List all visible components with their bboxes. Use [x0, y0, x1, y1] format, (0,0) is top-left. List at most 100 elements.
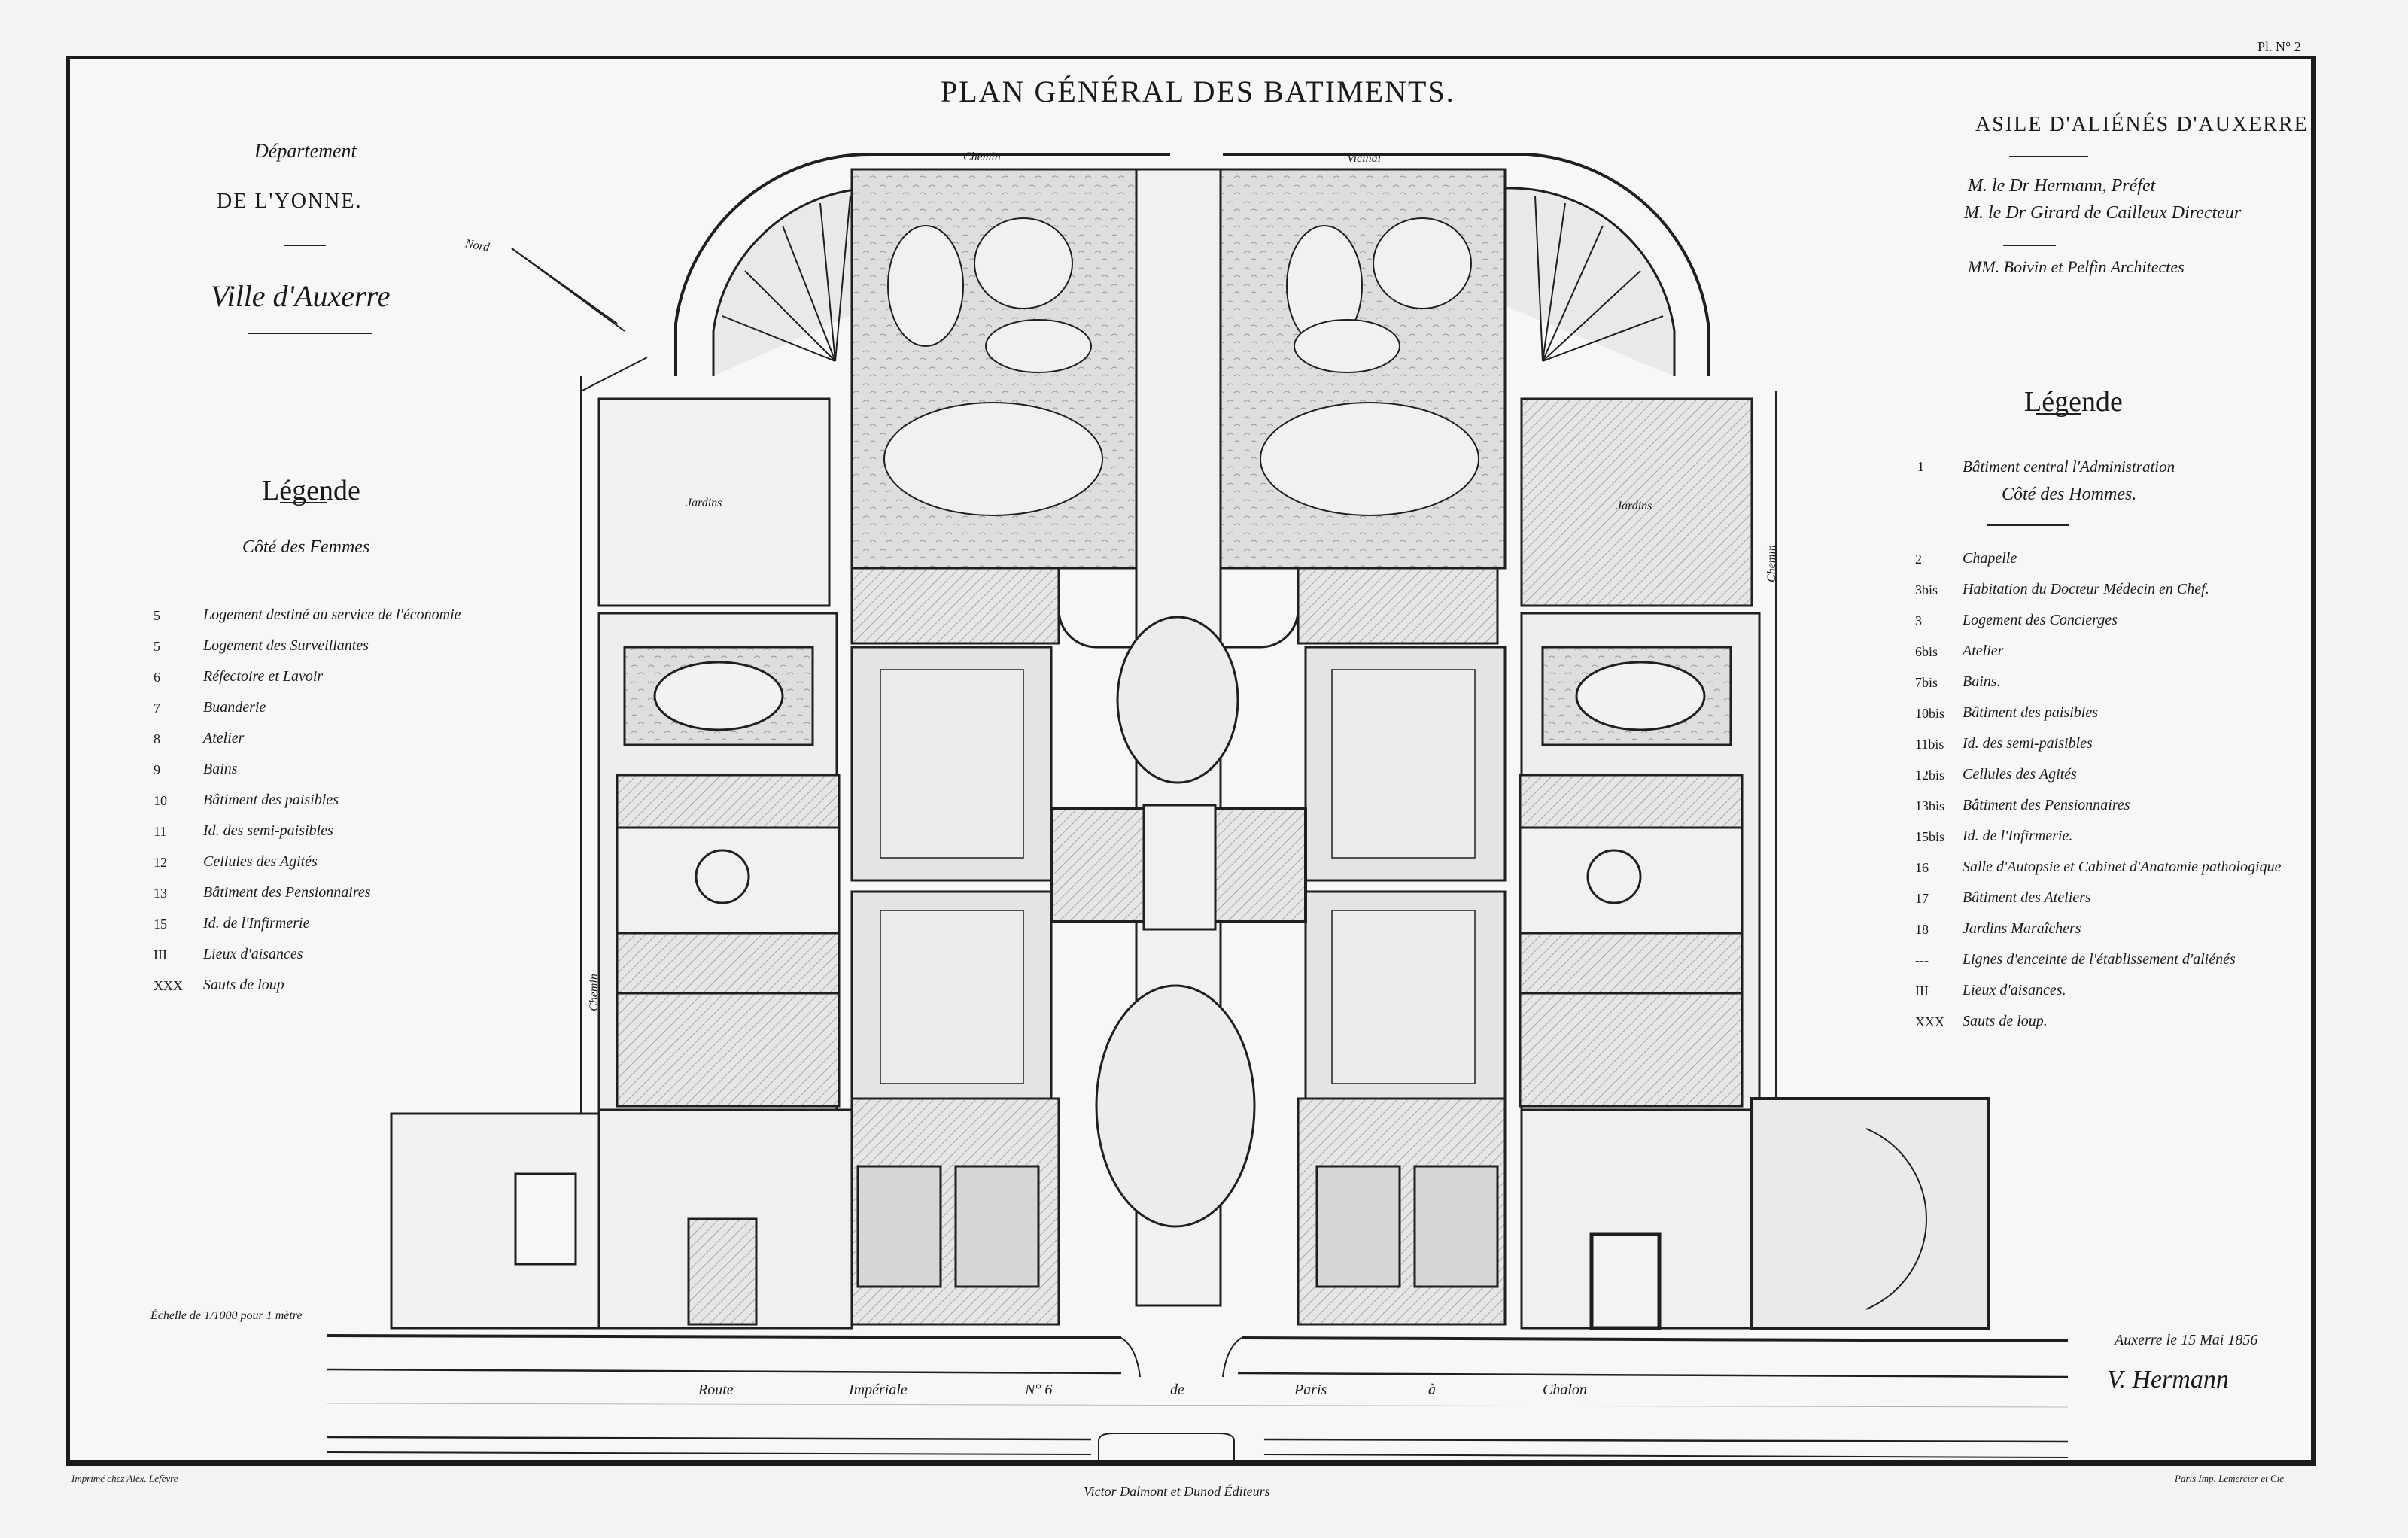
divider: [2009, 156, 2088, 157]
top-left-road-arc: [674, 152, 1170, 376]
road-label: Vicinal: [1347, 152, 1382, 165]
architects-line: MM. Boivin et Pelfin Architectes: [1968, 257, 2185, 276]
legend-left-title: Légende: [262, 475, 360, 506]
legend-text: Id. des semi-paisibles: [203, 822, 333, 839]
divider: [1987, 524, 2069, 526]
central-oval-bottom: [1095, 984, 1256, 1228]
legend-number: III: [154, 947, 167, 962]
legend-text: Sauts de loup: [203, 977, 284, 993]
central-oval-top: [1116, 616, 1239, 784]
sheet-number: Pl. N° 2: [2258, 39, 2301, 54]
legend-text: Buanderie: [203, 699, 266, 716]
legend-number: 5: [154, 639, 160, 654]
road-label: Chemin: [963, 150, 1001, 163]
legend-text: Id. de l'Infirmerie.: [1963, 828, 2073, 844]
legend-text: Sauts de loup.: [1963, 1013, 2048, 1029]
north-arrow-icon: [511, 248, 625, 332]
legend-number: 17: [1915, 891, 1929, 906]
legend-right-title: Légende: [2024, 386, 2123, 418]
legend-number: 3bis: [1915, 582, 1938, 597]
legend-left-subtitle: Côté des Femmes: [242, 537, 370, 557]
road-name-word: Paris: [1294, 1381, 1327, 1398]
legend-text: Bâtiment des paisibles: [203, 792, 339, 808]
legend-text: Jardins Maraîchers: [1963, 920, 2081, 937]
legend-text: Lieux d'aisances.: [1963, 982, 2066, 998]
legend-number: 15bis: [1915, 829, 1945, 844]
legend-right-subtitle: Côté des Hommes.: [2002, 485, 2137, 504]
legend-text: Bâtiment central l'Administration: [1963, 457, 2175, 476]
legend-number: 2: [1915, 552, 1922, 567]
legend-text: Id. des semi-paisibles: [1963, 735, 2093, 752]
legend-number: III: [1915, 983, 1929, 998]
legend-text: Atelier: [203, 730, 245, 746]
legend-number: 15: [154, 916, 167, 932]
legend-number: 11bis: [1915, 737, 1944, 752]
jardins-maraichers: [1750, 1097, 1990, 1330]
road-name-word: à: [1428, 1381, 1436, 1398]
legend-number: 8: [154, 731, 160, 746]
road-edge: [327, 1334, 2069, 1342]
road-name-word: Impériale: [849, 1381, 908, 1398]
prefect-line: M. le Dr Hermann, Préfet: [1968, 176, 2156, 196]
legend-text: Bains: [203, 761, 238, 777]
legend-number: 6: [154, 670, 160, 685]
legend-number: 16: [1915, 860, 1929, 875]
divider: [248, 333, 372, 334]
jardin-left: [597, 397, 831, 607]
legend-text: Cellules des Agités: [203, 853, 318, 870]
legend-number: 13: [154, 886, 167, 901]
jardins-label: Jardins: [1616, 500, 1652, 512]
top-right-road-arc: [1223, 153, 1710, 376]
legend-number: 10: [154, 793, 167, 808]
road-name-word: de: [1170, 1381, 1184, 1398]
date-note: Auxerre le 15 Mai 1856: [2115, 1332, 2258, 1348]
road-name-word: Route: [698, 1381, 734, 1398]
legend-text: Atelier: [1963, 643, 2004, 659]
legend-number: 7bis: [1915, 675, 1938, 690]
legend-number: 1: [1917, 459, 1924, 474]
legend-text: Id. de l'Infirmerie: [203, 915, 310, 932]
footer-right: Paris Imp. Lemercier et Cie: [2175, 1473, 2285, 1484]
city-name: Ville d'Auxerre: [211, 279, 391, 313]
divider: [2036, 413, 2081, 415]
legend-text: Réfectoire et Lavoir: [203, 668, 324, 685]
footer-left: Imprimé chez Alex. Lefèvre: [71, 1473, 178, 1484]
road-label: Chemin: [1765, 545, 1778, 582]
legend-text: Bâtiment des Pensionnaires: [1963, 797, 2130, 813]
legend-text: Habitation du Docteur Médecin en Chef.: [1963, 581, 2209, 597]
road-label: Chemin: [587, 974, 600, 1011]
legend-text: Bâtiment des Pensionnaires: [203, 884, 371, 901]
legend-number: XXX: [154, 978, 183, 993]
legend-text: Salle d'Autopsie et Cabinet d'Anatomie p…: [1963, 859, 2282, 875]
road-name-word: Chalon: [1543, 1381, 1587, 1398]
legend-number: 12: [154, 855, 167, 870]
jardin-right: [1520, 397, 1753, 607]
legend-number: 10bis: [1915, 706, 1945, 721]
legend-text: Cellules des Agités: [1963, 766, 2077, 783]
signature: V. Hermann: [2107, 1366, 2229, 1394]
divider: [284, 245, 326, 246]
footer-center: Victor Dalmont et Dunod Éditeurs: [1084, 1484, 1270, 1499]
legend-text: Chapelle: [1963, 550, 2017, 567]
legend-text: Logement destiné au service de l'économi…: [203, 606, 461, 623]
jardins-label: Jardins: [686, 497, 722, 509]
legend-number: ---: [1915, 953, 1929, 968]
legend-number: XXX: [1915, 1014, 1944, 1029]
legend-number: 12bis: [1915, 767, 1945, 783]
legend-number: 6bis: [1915, 644, 1938, 659]
legend-number: 7: [154, 701, 160, 716]
legend-text: Logement des Concierges: [1963, 612, 2118, 628]
legend-text: Bâtiment des paisibles: [1963, 704, 2098, 721]
divider: [2003, 245, 2056, 246]
institution-name: ASILE D'ALIÉNÉS D'AUXERRE: [1975, 113, 2309, 136]
legend-text: Bains.: [1963, 673, 2001, 690]
legend-number: 11: [154, 824, 167, 839]
legend-number: 3: [1915, 613, 1922, 628]
legend-text: Logement des Surveillantes: [203, 637, 369, 654]
legend-text: Lignes d'enceinte de l'établissement d'a…: [1963, 951, 2236, 968]
legend-number: 9: [154, 762, 160, 777]
scale-note: Échelle de 1/1000 pour 1 mètre: [150, 1309, 303, 1322]
page-title: PLAN GÉNÉRAL DES BATIMENTS.: [941, 74, 1455, 108]
director-line: M. le Dr Girard de Cailleux Directeur: [1964, 203, 2242, 223]
